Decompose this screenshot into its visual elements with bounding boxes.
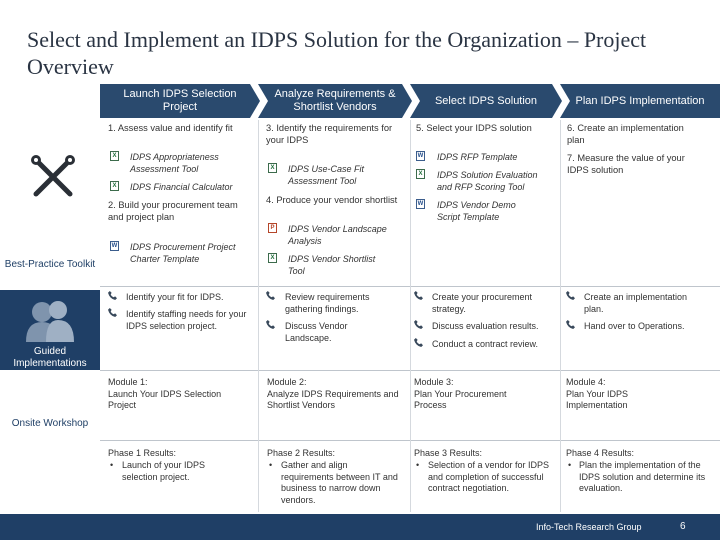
guided-item: Hand over to Operations. — [584, 321, 685, 331]
guided-item: Create your procurement strategy. — [432, 292, 533, 314]
word-icon: W — [416, 199, 425, 209]
phone-icon — [566, 291, 575, 300]
guided-item: Identify your fit for IDPS. — [126, 292, 224, 302]
bullet: • — [416, 460, 420, 470]
phone-icon — [414, 338, 423, 347]
template-link[interactable]: IDPS RFP Template — [437, 152, 518, 162]
guided-item: Discuss evaluation results. — [432, 321, 539, 331]
guided-item: Create an implementation plan. — [584, 292, 688, 314]
footer-bar: Info-Tech Research Group 6 — [0, 514, 720, 540]
bullet: • — [568, 460, 572, 470]
column-divider — [410, 120, 411, 512]
page-title: Select and Implement an IDPS Solution fo… — [27, 27, 647, 79]
column-divider — [258, 120, 259, 512]
results-text: Selection of a vendor for IDPS and compl… — [428, 460, 550, 493]
step-6: 6. Create an implementation plan — [567, 123, 684, 145]
excel-icon: X — [268, 253, 277, 263]
template-link[interactable]: IDPS Vendor Shortlist Tool — [288, 254, 376, 276]
bullet: • — [269, 460, 273, 470]
template-link[interactable]: IDPS Vendor Landscape Analysis — [288, 224, 387, 246]
results-text: Gather and align requirements between IT… — [281, 460, 398, 505]
module-2: Module 2: Analyze IDPS Requirements and … — [267, 377, 399, 410]
template-link[interactable]: IDPS Appropriateness Assessment Tool — [130, 152, 219, 174]
template-link[interactable]: IDPS Use-Case Fit Assessment Tool — [288, 164, 365, 186]
guided-item: Review requirements gathering findings. — [285, 292, 370, 314]
toolkit-row-label-box — [0, 120, 100, 288]
people-icon — [26, 301, 74, 342]
template-link[interactable]: IDPS Vendor Demo Script Template — [437, 200, 516, 222]
column-divider — [560, 120, 561, 512]
page-number: 6 — [680, 521, 686, 532]
step-7: 7. Measure the value of your IDPS soluti… — [567, 153, 685, 175]
phone-icon — [108, 308, 117, 317]
excel-icon: X — [268, 163, 277, 173]
phone-icon — [414, 291, 423, 300]
results-heading: Phase 1 Results: — [108, 448, 177, 458]
phase-2-header: Analyze Requirements & Shortlist Vendors — [258, 84, 412, 118]
guided-row-band: Guided Implementations — [0, 290, 100, 370]
module-1: Module 1: Launch Your IDPS Selection Pro… — [108, 377, 222, 410]
results-text: Launch of your IDPS selection project. — [122, 460, 206, 482]
word-icon: W — [110, 241, 119, 251]
excel-icon: X — [110, 151, 119, 161]
phase-4-header: Plan IDPS Implementation — [560, 84, 720, 118]
results-heading: Phase 3 Results: — [414, 448, 483, 458]
results-text: Plan the implementation of the IDPS solu… — [579, 460, 706, 493]
tools-icon — [30, 154, 76, 205]
footer-org: Info-Tech Research Group — [536, 522, 642, 532]
template-link[interactable]: IDPS Procurement Project Charter Templat… — [130, 242, 236, 264]
phone-icon — [414, 320, 423, 329]
step-1: 1. Assess value and identify fit — [108, 123, 233, 133]
step-4: 4. Produce your vendor shortlist — [266, 195, 398, 205]
guided-label: Guided Implementations — [13, 346, 87, 369]
results-heading: Phase 4 Results: — [566, 448, 635, 458]
toolkit-label: Best-Practice Toolkit — [4, 259, 96, 270]
guided-item: Conduct a contract review. — [432, 339, 539, 349]
phone-icon — [266, 320, 275, 329]
module-4: Module 4: Plan Your IDPS Implementation — [566, 377, 629, 410]
template-link[interactable]: IDPS Solution Evaluation and RFP Scoring… — [437, 170, 538, 192]
results-heading: Phase 2 Results: — [267, 448, 336, 458]
onsite-label: Onsite Workshop — [11, 418, 89, 429]
excel-icon: X — [416, 169, 425, 179]
bullet: • — [110, 460, 114, 470]
phone-icon — [108, 291, 117, 300]
module-3: Module 3: Plan Your Procurement Process — [414, 377, 507, 410]
phase-3-header: Select IDPS Solution — [410, 84, 562, 118]
step-3: 3. Identify the requirements for your ID… — [266, 123, 393, 145]
word-icon: W — [416, 151, 425, 161]
phase-1-header: Launch IDPS Selection Project — [100, 84, 260, 118]
excel-icon: X — [110, 181, 119, 191]
guided-item: Identify staffing needs for your IDPS se… — [126, 309, 247, 331]
guided-item: Discuss Vendor Landscape. — [285, 321, 348, 343]
step-5: 5. Select your IDPS solution — [416, 123, 532, 133]
template-link[interactable]: IDPS Financial Calculator — [130, 182, 233, 192]
onsite-row-box — [0, 372, 100, 442]
powerpoint-icon: P — [268, 223, 277, 233]
phone-icon — [566, 320, 575, 329]
phone-icon — [266, 291, 275, 300]
step-2: 2. Build your procurement team and proje… — [108, 200, 238, 222]
